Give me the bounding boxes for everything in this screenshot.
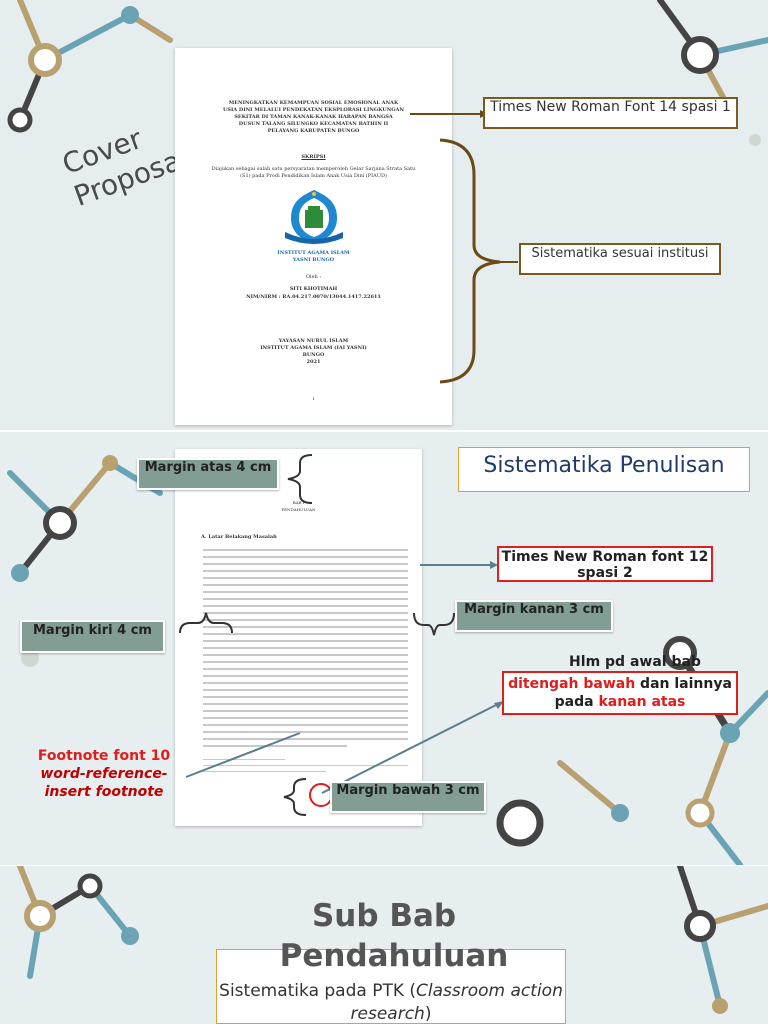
title-line: USIA DINI MELALUI PENDEKATAN EKSPLORASI … bbox=[223, 107, 404, 113]
callout-font-14: Times New Roman Font 14 spasi 1 bbox=[483, 97, 738, 129]
logo-text-1: INSTITUT AGAMA ISLAM bbox=[277, 250, 350, 256]
margin-top-text: Margin atas 4 cm bbox=[144, 460, 272, 475]
footer-line: BUNGO bbox=[302, 352, 325, 358]
footnote-line-2: word-reference- bbox=[40, 766, 168, 782]
page-note-first-line: Hlm pd awal bab bbox=[569, 654, 701, 670]
callout-sistematika-institusi: Sistematika sesuai institusi bbox=[519, 243, 721, 275]
footer-line: 2021 bbox=[306, 359, 321, 365]
heading-text: Sistematika Penulisan bbox=[483, 453, 725, 478]
times-12-callout: Times New Roman font 12 spasi 2 bbox=[497, 546, 713, 582]
footnote-line-3: insert footnote bbox=[44, 784, 164, 800]
title-line: PELAYANG KABUPATEN BUNGO bbox=[267, 128, 360, 134]
logo-text-2: YASNI BUNGO bbox=[292, 257, 335, 263]
ptk-italic: Classroom action research bbox=[350, 981, 563, 1024]
slide-cover: Cover Proposal/skripsi MENINGKATKAN KEMA… bbox=[0, 0, 768, 430]
footnote-lines bbox=[175, 759, 422, 777]
margin-left-text: Margin kiri 4 cm bbox=[33, 623, 152, 638]
callout-font-14-text: Times New Roman Font 14 spasi 1 bbox=[490, 99, 731, 115]
title-line-2: Pendahuluan bbox=[279, 938, 509, 974]
ptk-end: ) bbox=[424, 1004, 432, 1024]
slide-sub-bab-pendahuluan: Sub Bab Sistematika pada PTK (Classroom … bbox=[0, 866, 768, 1024]
margin-left-label: Margin kiri 4 cm bbox=[20, 620, 165, 653]
bab-title: PENDAHULUAN bbox=[281, 507, 316, 512]
page-number-note: Hlm pd awal bab ditengah bawah dan lainn… bbox=[502, 653, 738, 715]
margin-top-label: Margin atas 4 cm bbox=[137, 458, 279, 490]
bab-page-preview: BAB I PENDAHULUAN A. Latar Belakang Masa… bbox=[175, 449, 422, 826]
slide-sistematika-penulisan: BAB I PENDAHULUAN A. Latar Belakang Masa… bbox=[0, 433, 768, 865]
skripsi-label: SKRIPSI bbox=[301, 154, 326, 160]
sub-bab-title-2: Pendahuluan bbox=[0, 936, 768, 976]
title-line-1: Sub Bab bbox=[311, 898, 457, 934]
cover-page-preview: MENINGKATKAN KEMAMPUAN SOSIAL EMOSIONAL … bbox=[175, 48, 452, 425]
title-line: SEKITAR DI TAMAN KANAK-KANAK HARAPAN BAN… bbox=[234, 114, 393, 120]
ptk-box: Sistematika pada PTK (Classroom action r… bbox=[216, 949, 566, 1024]
slide-separator bbox=[0, 430, 768, 432]
author-name: SITI KHOTIMAH bbox=[289, 286, 338, 292]
ptk-text: Sistematika pada PTK ( bbox=[219, 981, 417, 1001]
sistematika-penulisan-heading: Sistematika Penulisan bbox=[458, 447, 750, 492]
cover-footer: YAYASAN NURUL ISLAM INSTITUT AGAMA ISLAM… bbox=[175, 338, 452, 366]
page-note-red-1: ditengah bawah bbox=[508, 676, 636, 692]
cover-title-block: MENINGKATKAN KEMAMPUAN SOSIAL EMOSIONAL … bbox=[175, 100, 452, 135]
margin-bottom-label: Margin bawah 3 cm bbox=[330, 781, 486, 813]
page-note-red-2: kanan atas bbox=[598, 694, 686, 710]
institute-logo bbox=[285, 190, 343, 244]
footnote-line-1: Footnote font 10 bbox=[37, 748, 171, 764]
author-nim: NIM/NIRM : RA.04.217.0070/13044.1417.226… bbox=[246, 294, 381, 300]
submission-text: Diajukan sebagai salah satu persyaratan … bbox=[175, 166, 452, 180]
body-text-lines bbox=[175, 549, 422, 752]
title-line: DUSUN TALANG SILUNGKO KECAMATAN BATHIN I… bbox=[238, 121, 389, 127]
times-12-text: Times New Roman font 12 spasi 2 bbox=[501, 549, 709, 581]
bab-label: BAB I bbox=[292, 500, 305, 505]
sub-bab-title: Sub Bab bbox=[0, 896, 768, 936]
page-note-box: ditengah bawah dan lainnya pada kanan at… bbox=[502, 671, 738, 715]
cover-page-number: i bbox=[312, 396, 315, 402]
margin-right-label: Margin kanan 3 cm bbox=[455, 600, 613, 632]
margin-bottom-text: Margin bawah 3 cm bbox=[336, 783, 480, 798]
margin-right-text: Margin kanan 3 cm bbox=[464, 602, 604, 617]
footnote-note: Footnote font 10 word-reference- insert … bbox=[18, 747, 190, 801]
callout-sistematika-institusi-text: Sistematika sesuai institusi bbox=[531, 246, 709, 261]
footer-line: YAYASAN NURUL ISLAM bbox=[278, 338, 349, 344]
submission-line: (S1) pada Prodi Pendidikan Islam Anak Us… bbox=[240, 173, 387, 179]
footer-line: INSTITUT AGAMA ISLAM (IAI YASNI) bbox=[260, 345, 367, 351]
submission-line: Diajukan sebagai salah satu persyaratan … bbox=[211, 166, 416, 172]
section-label: A. Latar Belakang Masalah bbox=[201, 534, 277, 540]
oleh-label: Oleh : bbox=[305, 274, 322, 280]
title-line: MENINGKATKAN KEMAMPUAN SOSIAL EMOSIONAL … bbox=[228, 100, 399, 106]
page-note-middle: dan lainnya pada bbox=[554, 676, 732, 710]
